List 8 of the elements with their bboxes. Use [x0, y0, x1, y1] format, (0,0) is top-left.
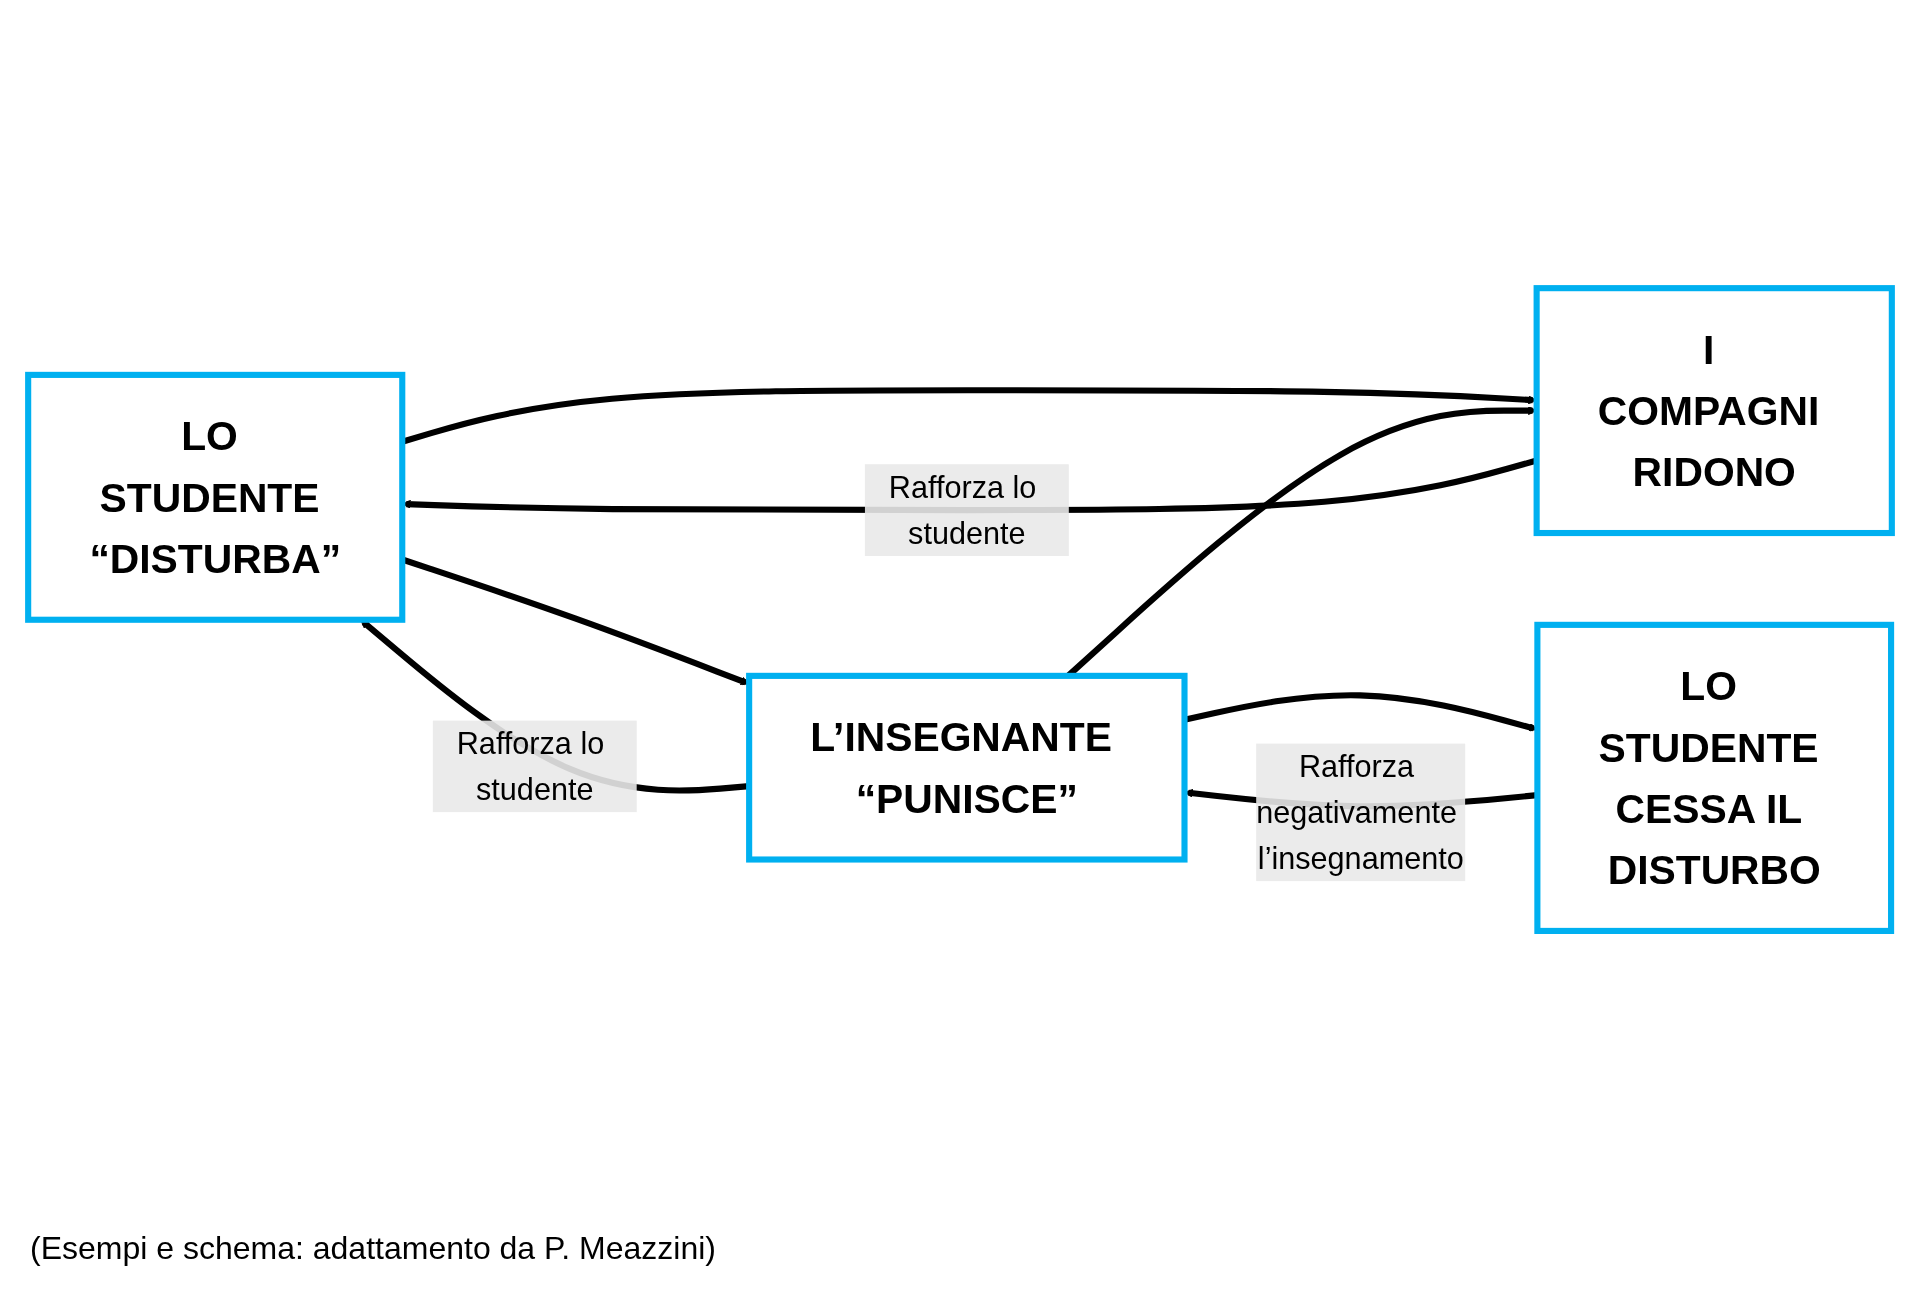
node-box: I COMPAGNI RIDONO	[1533, 285, 1895, 537]
node-box: LO STUDENTE “DISTURBA”	[25, 372, 406, 624]
node-box: L’INSEGNANTE “PUNISCE”	[746, 673, 1188, 864]
edge-label: Rafforza lo studente	[888, 470, 1037, 551]
caption: (Esempi e schema: adattamento da P. Meazzini)	[30, 1230, 716, 1267]
edge-label: Rafforza lo studente	[456, 727, 605, 807]
edge-label: Rafforza negativamente l’insegnamento	[1256, 750, 1464, 876]
node-box: LO STUDENTE CESSA IL DISTURBO	[1534, 622, 1895, 935]
